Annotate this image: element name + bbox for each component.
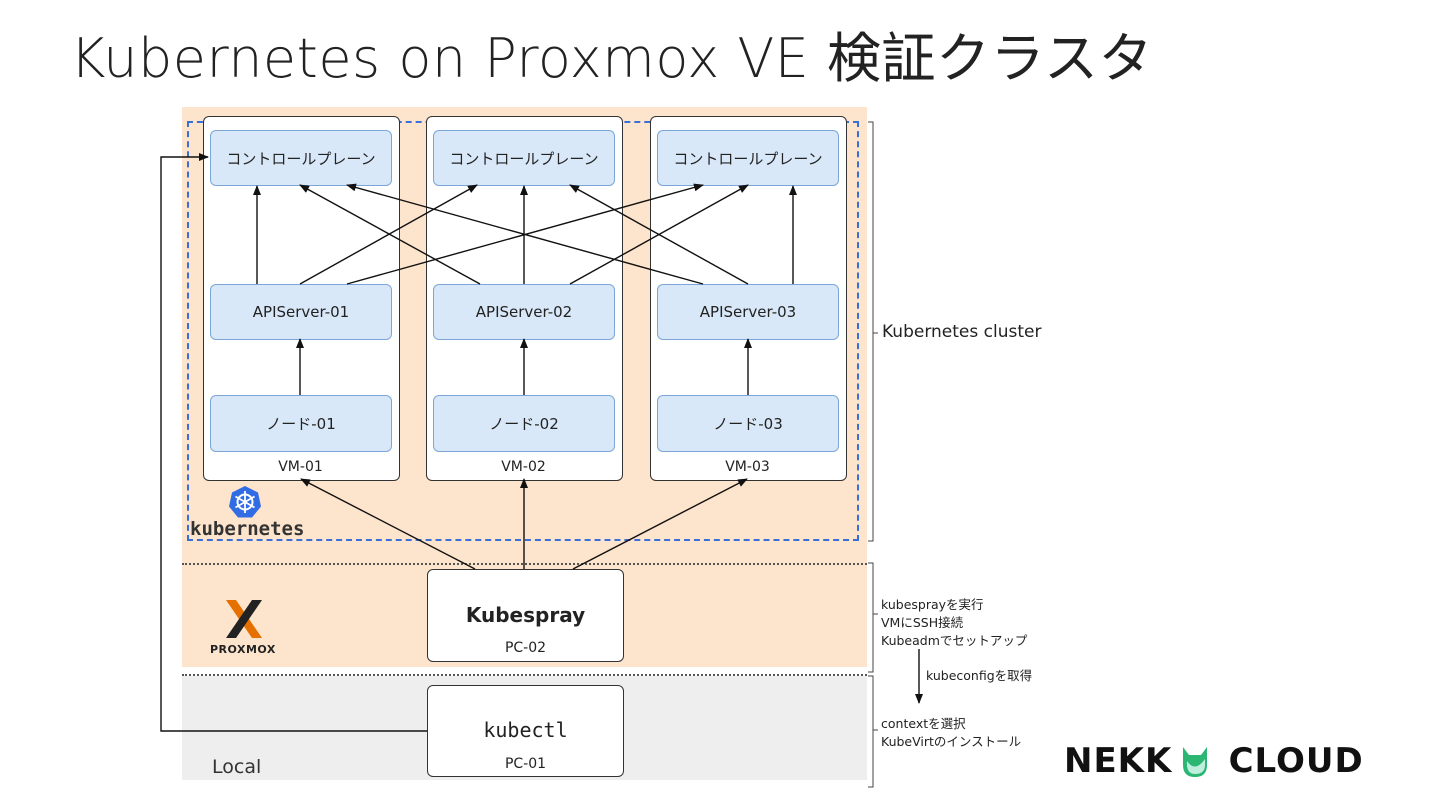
api-server-box-03: APIServer-03 xyxy=(657,284,839,340)
arrow-kubespray-to-vm-01 xyxy=(300,478,476,570)
api-server-box-02: APIServer-02 xyxy=(433,284,615,340)
brand-text-left: NEKK xyxy=(1064,741,1173,781)
node-box-01: ノード-01 xyxy=(210,395,392,452)
kubeconfig-note: kubeconfigを取得 xyxy=(926,668,1033,683)
brace-kubespray xyxy=(868,562,878,673)
vm-label-01: VM-01 xyxy=(278,459,323,475)
kubespray-pc-label: PC-02 xyxy=(504,640,547,656)
kubernetes-helm-icon xyxy=(229,486,261,518)
kubectl-pc-box: kubectl PC-01 xyxy=(427,685,624,777)
control-plane-box-03: コントロールプレーン xyxy=(657,130,839,186)
arrow-kubespray-to-vm-03 xyxy=(572,478,748,570)
arrow-api-02-to-cp-01 xyxy=(299,184,481,285)
arrow-api-03-to-cp-02 xyxy=(569,184,749,285)
kubernetes-logo-text: kubernetes xyxy=(190,518,305,540)
proxmox-logo-text: PROXMOX xyxy=(210,643,276,656)
control-plane-box-02: コントロールプレーン xyxy=(433,130,615,186)
local-note-1: contextを選択 xyxy=(881,716,966,731)
kubectl-pc-label: PC-01 xyxy=(504,756,547,772)
control-plane-box-01: コントロールプレーン xyxy=(210,130,392,186)
vm-label-03: VM-03 xyxy=(725,459,770,475)
cat-drop-icon xyxy=(1183,747,1208,777)
local-divider xyxy=(182,674,867,676)
page-title: Kubernetes on Proxmox VE 検証クラスタ xyxy=(70,27,1153,90)
kubespray-pc-box: Kubespray PC-02 xyxy=(427,569,624,662)
kubespray-notes: kubesprayを実行 VMにSSH接続 Kubeadmでセットアップ xyxy=(881,596,1027,650)
arrow-kubectl-to-cp-01 xyxy=(160,153,427,732)
kubectl-title: kubectl xyxy=(483,718,568,742)
kubespray-note-3: Kubeadmでセットアップ xyxy=(881,633,1028,648)
brace-local xyxy=(868,675,878,788)
vm-label-02: VM-02 xyxy=(501,459,546,475)
arrow-api-03-to-cp-01 xyxy=(346,183,704,285)
kubespray-note-2: VMにSSH接続 xyxy=(881,615,964,630)
kubespray-title: Kubespray xyxy=(465,603,586,627)
proxmox-x-icon xyxy=(226,600,262,638)
node-box-03: ノード-03 xyxy=(657,395,839,452)
kubespray-note-1: kubesprayを実行 xyxy=(881,597,984,612)
local-notes: contextを選択 KubeVirtのインストール xyxy=(881,715,1021,751)
kubernetes-cluster-label: Kubernetes cluster xyxy=(882,322,1042,342)
api-server-box-01: APIServer-01 xyxy=(210,284,392,340)
kubernetes-logo: kubernetes xyxy=(190,484,310,540)
brace-kubernetes-cluster xyxy=(868,121,878,542)
arrow-api-01-to-cp-02 xyxy=(299,184,478,285)
nekko-cloud-logo: NEKK CLOUD xyxy=(1064,741,1364,783)
node-box-02: ノード-02 xyxy=(433,395,615,452)
local-note-2: KubeVirtのインストール xyxy=(881,734,1022,749)
local-label: Local xyxy=(212,756,262,778)
proxmox-logo: PROXMOX xyxy=(208,598,284,658)
brand-text-right: CLOUD xyxy=(1228,741,1364,781)
